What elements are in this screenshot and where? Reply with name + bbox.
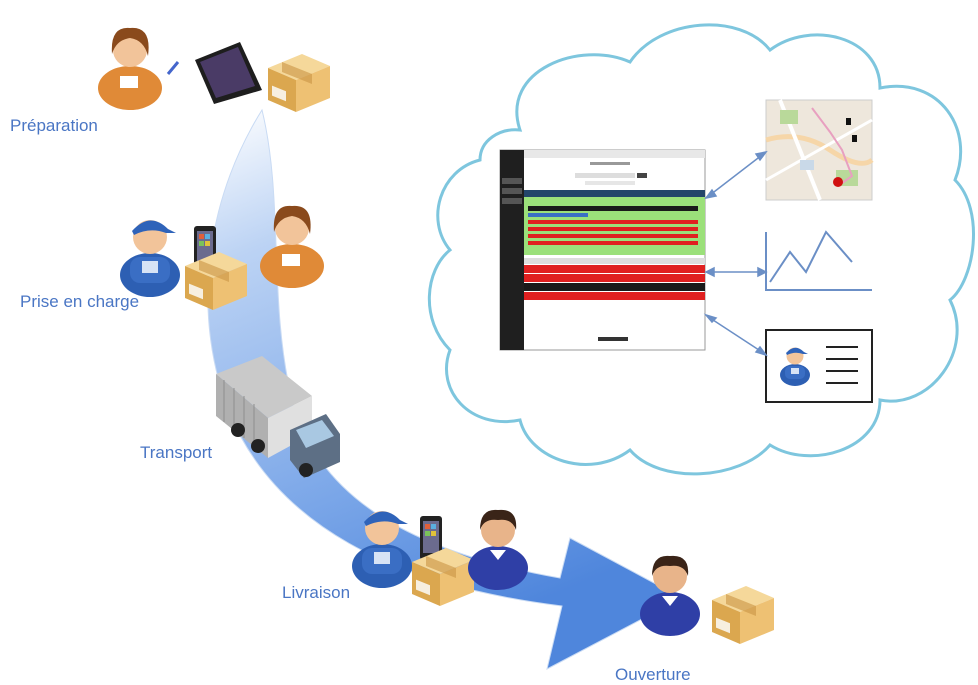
customer-icon	[468, 509, 528, 590]
line-graph-icon	[765, 230, 872, 291]
contact-card-icon	[765, 329, 873, 403]
flow-arrow	[207, 108, 684, 670]
truck-icon	[216, 356, 340, 478]
step-label-prise-en-charge: Prise en charge	[20, 292, 140, 311]
connectors	[703, 150, 768, 357]
map-icon	[765, 99, 874, 201]
step-label-ouverture: Ouverture	[615, 665, 691, 684]
step-label-livraison: Livraison	[282, 583, 351, 602]
clerk-with-tablet-icon	[98, 27, 262, 110]
step-label-preparation: Préparation	[10, 116, 98, 135]
parcel-icon	[712, 586, 774, 644]
dashboard-screen-icon	[499, 149, 706, 351]
step-label-transport: Transport	[140, 443, 213, 462]
parcel-icon	[268, 54, 330, 112]
